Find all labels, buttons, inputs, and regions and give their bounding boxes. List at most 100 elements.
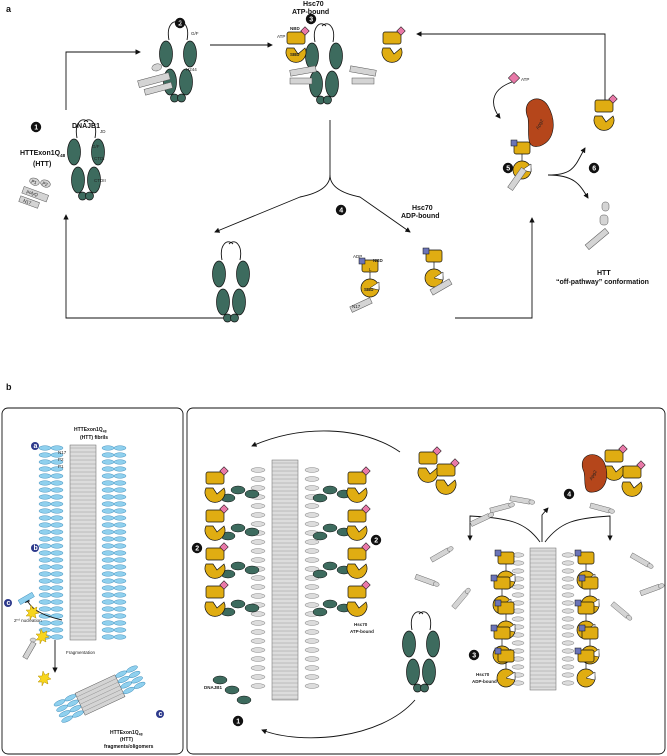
- htt-label: HTTExon1Q48: [20, 150, 66, 158]
- fibril-core-mid: [271, 459, 299, 701]
- circ-c2: c: [156, 710, 164, 718]
- dnajb1-label: DNAJB1: [72, 123, 100, 130]
- svg-text:1: 1: [34, 125, 38, 132]
- arrow-3-to-4b: [329, 174, 411, 233]
- hsc70-atp-right: [381, 26, 406, 63]
- atp-free: [507, 71, 521, 85]
- star-fragmentation: [37, 670, 52, 687]
- htt-monomer-1: P1 P2 polyQ N17: [18, 177, 51, 209]
- arrow-hsc70-recruit: [251, 430, 401, 453]
- gf-label: G/F: [92, 144, 100, 149]
- hsc70-adp-label-1: Hsc70: [412, 205, 433, 212]
- fibril-title-1: HTTExon1Q48: [74, 427, 107, 434]
- arrow-1-to-2: [65, 49, 141, 110]
- panel-a-label: a: [6, 4, 12, 14]
- dnajb1-label-b: DNAJB1: [204, 685, 223, 690]
- htt-label-2: (HTT): [33, 161, 51, 168]
- nbd2-label: NBD: [373, 258, 383, 263]
- arrow-5-to-6b: [547, 174, 589, 199]
- svg-text:N17: N17: [22, 198, 32, 206]
- svg-text:c: c: [7, 600, 11, 607]
- step-1: 1: [30, 121, 42, 133]
- svg-text:polyQ: polyQ: [26, 189, 39, 198]
- htt-off-label-2: “off-pathway” conformation: [556, 279, 649, 286]
- arrow-release-right: [544, 515, 613, 543]
- hsc70-adp-b-1: Hsc70: [476, 672, 490, 677]
- arrow-dnajb1-recruit: [261, 699, 416, 739]
- hsc70-atp-label-1: Hsc70: [303, 1, 324, 8]
- htt-off-pathway: [584, 201, 610, 251]
- hsc70-adp-label-2: ADP-bound: [401, 213, 440, 220]
- svg-text:6: 6: [592, 166, 596, 173]
- svg-text:2: 2: [195, 546, 199, 553]
- step-b2-right: 2: [370, 534, 382, 546]
- fibril-core-left: [69, 444, 97, 641]
- svg-text:Apg2: Apg2: [588, 469, 598, 481]
- sbd-label: SBD: [290, 52, 300, 57]
- step-b1: 1: [232, 715, 244, 727]
- adp-label: ADP: [353, 254, 362, 259]
- fibril-title-2: (HTT) fibrils: [80, 435, 108, 441]
- step-4: 4: [335, 204, 347, 216]
- nucleation-label: 2nd nucleation: [14, 618, 42, 624]
- fragmentation-label: Fragmentation: [66, 650, 96, 655]
- hsc70-atp-free: [593, 94, 618, 131]
- panel-b-left-box: [1, 407, 184, 755]
- circ-b: b: [31, 544, 39, 552]
- svg-text:4: 4: [567, 492, 571, 499]
- htt-monomer-leftbox: [17, 591, 37, 660]
- sbd2-label: SBD: [364, 287, 374, 292]
- hsc70-atp-b-2: ATP-bound: [350, 629, 374, 634]
- hsc70-free-b2: [435, 458, 460, 495]
- panel-b-label: b: [6, 382, 12, 392]
- h244-label: H244: [186, 67, 197, 72]
- svg-text:b: b: [34, 545, 38, 552]
- svg-text:P1: P1: [31, 179, 38, 186]
- fibril-p2: P2: [58, 457, 64, 462]
- step-5: 5: [502, 162, 514, 174]
- step-6: 6: [588, 162, 600, 174]
- svg-text:2: 2: [178, 21, 182, 28]
- dnajb1-dimer-3: [305, 23, 343, 105]
- svg-text:P2: P2: [42, 181, 49, 188]
- hsc70-adp-2: [422, 247, 444, 288]
- htt-bound-4: N17: [349, 278, 453, 313]
- fragment-label-2: (HTT): [120, 737, 133, 743]
- arrow-5-to-6a: [547, 147, 586, 176]
- svg-text:1: 1: [236, 719, 240, 726]
- svg-text:5: 5: [506, 166, 510, 173]
- svg-text:c: c: [159, 711, 163, 718]
- hsc70-adp-b-2: ADP-bound: [472, 679, 497, 684]
- hsc70-atp-label-2: ATP-bound: [292, 9, 329, 16]
- arrow-return: [63, 214, 225, 319]
- dnajb1-dimer-4: [212, 241, 250, 323]
- arrow-release-up: [541, 507, 549, 542]
- htt-bound-2: [137, 63, 173, 96]
- arrow-4-to-5: [455, 217, 535, 319]
- fibril-p1: P1: [58, 464, 64, 469]
- step-3: 3: [305, 13, 317, 25]
- ctdi-label: CTDI: [94, 156, 105, 161]
- fragment-label-3: fragments/oligomers: [104, 744, 154, 750]
- gf2-label: G/F: [191, 31, 199, 36]
- hsc70-free-b4: [621, 460, 646, 497]
- arrow-atp-in: [493, 81, 513, 119]
- htt-bound-3: [289, 65, 377, 85]
- apg2-blob-b: Apg2: [581, 454, 607, 493]
- fibril-decor-mid: [204, 466, 371, 705]
- ctdii-label: CTDII: [94, 178, 106, 183]
- fibril-fragment: [52, 664, 147, 724]
- nbd-label: NBD: [290, 26, 300, 31]
- circ-a: a: [31, 442, 39, 450]
- star-nucleation: [35, 628, 50, 645]
- star-nucleation-2: [25, 604, 40, 621]
- step-2: 2: [174, 17, 186, 29]
- apg2-blob-a: Apg2: [525, 98, 554, 147]
- fibril-decor-right: [414, 495, 665, 688]
- fibril-core-right: [529, 547, 557, 691]
- svg-text:3: 3: [472, 653, 476, 660]
- arrow-6-to-3: [416, 31, 606, 100]
- arrow-3-to-4a: [214, 120, 331, 233]
- hsc70-atp-b-1: Hsc70: [354, 622, 368, 627]
